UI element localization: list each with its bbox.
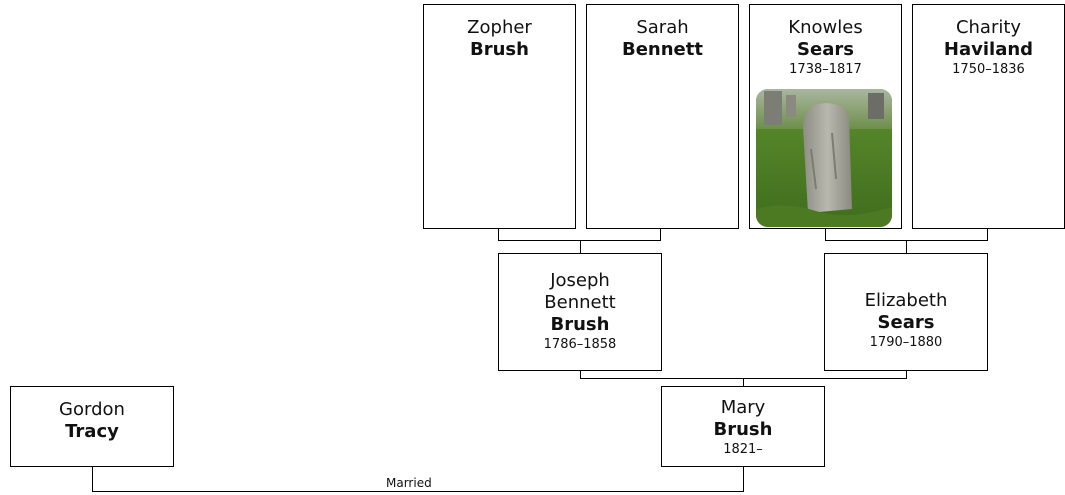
given-name: Mary xyxy=(720,397,766,418)
connector-to-elizabeth xyxy=(906,240,907,254)
surname: Brush xyxy=(713,419,773,440)
marriage-line xyxy=(92,491,744,492)
surname: Brush xyxy=(470,39,529,60)
surname: Sears xyxy=(877,312,935,333)
gravestone-image xyxy=(756,89,892,227)
person-zopher-brush[interactable]: Zopher Brush xyxy=(423,4,576,229)
connector-sarah-down xyxy=(660,228,661,241)
connector-zopher-down xyxy=(498,228,499,241)
person-charity-haviland[interactable]: Charity Haviland 1750–1836 xyxy=(912,4,1065,229)
connector-elizabeth-down xyxy=(906,370,907,379)
surname: Bennett xyxy=(622,39,703,60)
connector-charity-down xyxy=(987,228,988,241)
connector-to-mary xyxy=(743,378,744,387)
given-name: Knowles xyxy=(788,17,863,38)
connector-mary-down xyxy=(743,466,744,492)
connector-to-joseph xyxy=(580,240,581,254)
life-dates: 1738–1817 xyxy=(789,62,862,77)
given-name: Joseph xyxy=(550,270,610,291)
life-dates: 1786–1858 xyxy=(543,337,617,352)
life-dates: 1750–1836 xyxy=(952,62,1025,77)
middle-name: Bennett xyxy=(544,292,616,313)
person-gordon-tracy[interactable]: Gordon Tracy xyxy=(10,386,174,467)
connector-gordon-down xyxy=(92,466,93,492)
given-name: Charity xyxy=(955,17,1022,38)
gravestone-photo[interactable] xyxy=(756,89,892,227)
connector-brush-couple xyxy=(498,240,661,241)
given-name: Sarah xyxy=(636,17,689,38)
surname: Haviland xyxy=(943,39,1034,60)
life-dates: 1821– xyxy=(723,442,763,457)
life-dates: 1790–1880 xyxy=(869,335,943,350)
person-joseph-bennett-brush[interactable]: Joseph Bennett Brush 1786–1858 xyxy=(498,253,662,371)
person-mary-brush[interactable]: Mary Brush 1821– xyxy=(661,386,825,467)
connector-knowles-down xyxy=(825,228,826,241)
married-label: Married xyxy=(386,476,432,490)
person-knowles-sears[interactable]: Knowles Sears 1738–1817 xyxy=(749,4,902,229)
surname: Brush xyxy=(550,314,610,335)
connector-joseph-down xyxy=(580,370,581,379)
given-name: Gordon xyxy=(59,399,125,420)
surname: Tracy xyxy=(65,421,119,442)
given-name: Elizabeth xyxy=(864,290,948,311)
surname: Sears xyxy=(797,39,854,60)
person-sarah-bennett[interactable]: Sarah Bennett xyxy=(586,4,739,229)
given-name: Zopher xyxy=(467,17,532,38)
person-elizabeth-sears[interactable]: Elizabeth Sears 1790–1880 xyxy=(824,253,988,371)
